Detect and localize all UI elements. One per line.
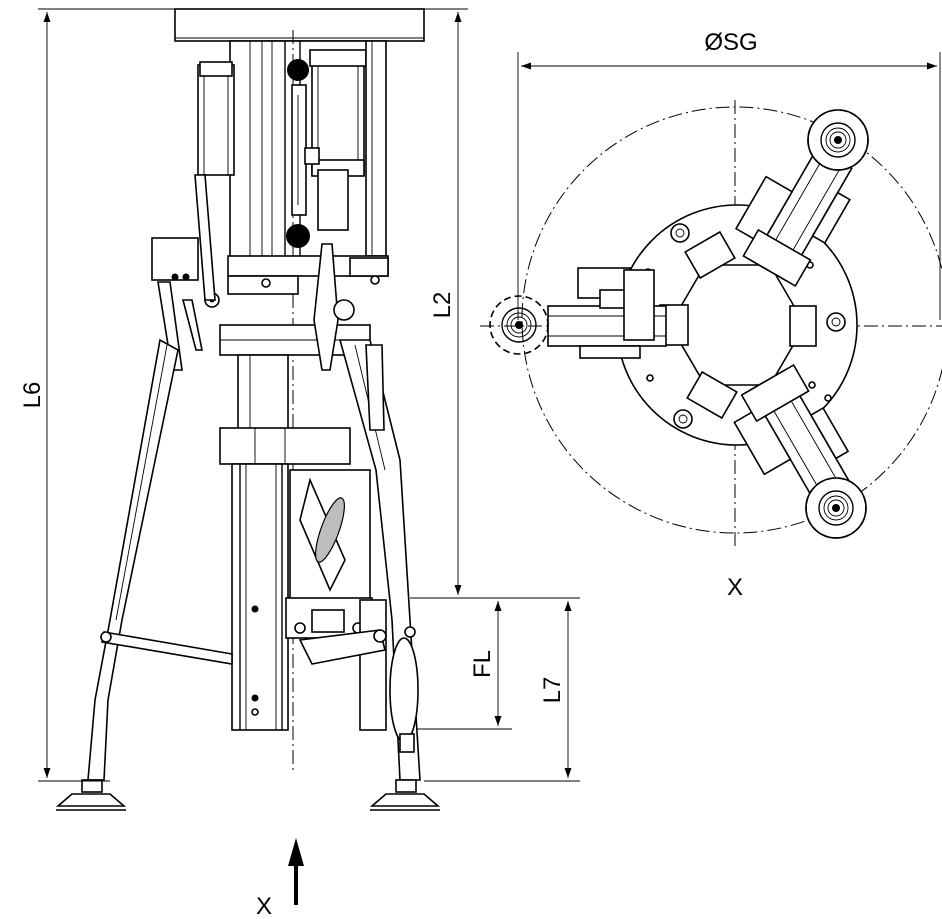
- side-view: [55, 8, 441, 905]
- left-leg: [55, 174, 233, 811]
- mounting-flange: [174, 8, 425, 42]
- l6-label: L6: [19, 382, 46, 409]
- l7-label: L7: [539, 677, 566, 704]
- gripper-arm-left: [489, 267, 667, 359]
- dimensions-side: L6 L2 FL L7 X: [19, 8, 580, 919]
- suction-cup-lower: [805, 477, 867, 539]
- sg-label: ØSG: [704, 29, 757, 56]
- lower-column: [219, 354, 387, 731]
- suction-cup-upper: [807, 109, 869, 171]
- gripper-arm-lower: [733, 363, 852, 504]
- view-direction-arrow: [288, 838, 304, 905]
- top-view: ØSG: [480, 29, 942, 601]
- middle-crossbar: [219, 255, 389, 356]
- suction-cup-left: [489, 295, 549, 355]
- view-marker-side-label: X: [256, 893, 272, 919]
- central-column: [197, 30, 387, 770]
- l2-label: L2: [429, 292, 456, 319]
- view-marker-top-label: X: [727, 574, 743, 601]
- right-leg: [298, 243, 441, 811]
- fl-label: FL: [469, 650, 496, 678]
